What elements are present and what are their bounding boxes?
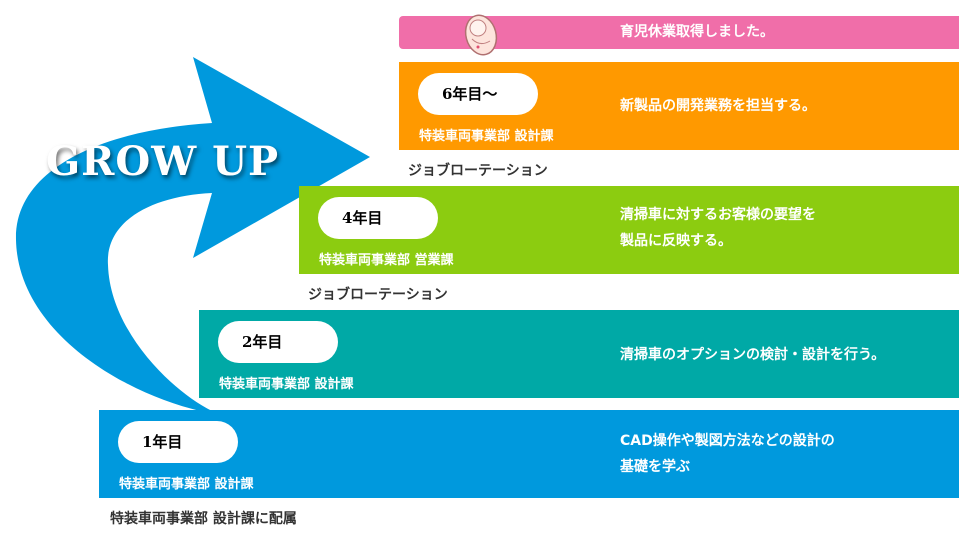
stage-description: 清掃車のオプションの検討・設計を行う。 (620, 347, 886, 363)
stage-description: 新製品の開発業務を担当する。 (620, 98, 816, 114)
job-rotation-label: ジョブローテーション (308, 287, 448, 303)
year-label: 6年目〜 (418, 73, 538, 115)
childcare-text: 育児休業取得しました。 (620, 24, 774, 40)
stage-4-box: 4年目 特装車両事業部 営業課 清掃車に対するお客様の要望を製品に反映する。 (299, 186, 959, 274)
assignment-label: 特装車両事業部 設計課に配属 (110, 511, 297, 527)
stage-description: 清掃車に対するお客様の要望を製品に反映する。 (620, 207, 816, 249)
department-label: 特装車両事業部 営業課 (319, 253, 454, 268)
stage-6-box: 6年目〜 特装車両事業部 設計課 新製品の開発業務を担当する。 (399, 62, 959, 150)
job-rotation-label: ジョブローテーション (408, 163, 548, 179)
stage-2-box: 2年目 特装車両事業部 設計課 清掃車のオプションの検討・設計を行う。 (199, 310, 959, 398)
grow-up-title: GROW UP (46, 138, 280, 185)
year-label: 1年目 (118, 421, 238, 463)
childcare-banner: 育児休業取得しました。 (399, 14, 959, 56)
grow-arrow-icon (15, 57, 370, 411)
stage-description: CAD操作や製図方法などの設計の基礎を学ぶ (620, 433, 835, 475)
department-label: 特装車両事業部 設計課 (219, 377, 354, 392)
year-label: 2年目 (218, 321, 338, 363)
year-label: 4年目 (318, 197, 438, 239)
department-label: 特装車両事業部 設計課 (419, 129, 554, 144)
department-label: 特装車両事業部 設計課 (119, 477, 254, 492)
stage-1-box: 1年目 特装車両事業部 設計課 CAD操作や製図方法などの設計の基礎を学ぶ (99, 410, 959, 498)
baby-icon (464, 14, 498, 56)
